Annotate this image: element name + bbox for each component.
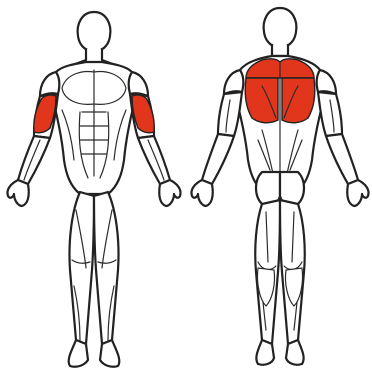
- front-body-figure: [7, 12, 180, 367]
- back-upperarm-left: [218, 92, 242, 136]
- latissimus-left: [245, 78, 278, 123]
- front-forearm-right: [138, 136, 170, 184]
- back-foot-right: [286, 340, 304, 365]
- front-head: [78, 12, 111, 51]
- back-forearm-right: [326, 134, 358, 184]
- front-forearm-left: [18, 136, 50, 184]
- back-foot-left: [256, 340, 274, 365]
- front-foot-right: [100, 340, 119, 367]
- back-forearm-left: [202, 134, 234, 184]
- back-shoulder-left: [224, 70, 243, 94]
- latissimus-right: [282, 78, 315, 123]
- front-foot-left: [69, 340, 88, 367]
- back-head: [264, 8, 297, 47]
- front-leg-right: [94, 192, 119, 344]
- back-body-figure: [191, 8, 368, 365]
- back-hand-left: [191, 180, 212, 206]
- front-shoulder-left: [40, 72, 59, 96]
- back-upperarm-right: [318, 92, 342, 136]
- front-hand-right: [159, 180, 180, 206]
- back-hand-right: [347, 180, 368, 206]
- front-leg-left: [69, 192, 94, 344]
- front-hand-left: [7, 180, 28, 206]
- front-shoulder-right: [129, 72, 148, 96]
- back-neck: [272, 45, 288, 56]
- back-shoulder-right: [317, 70, 336, 94]
